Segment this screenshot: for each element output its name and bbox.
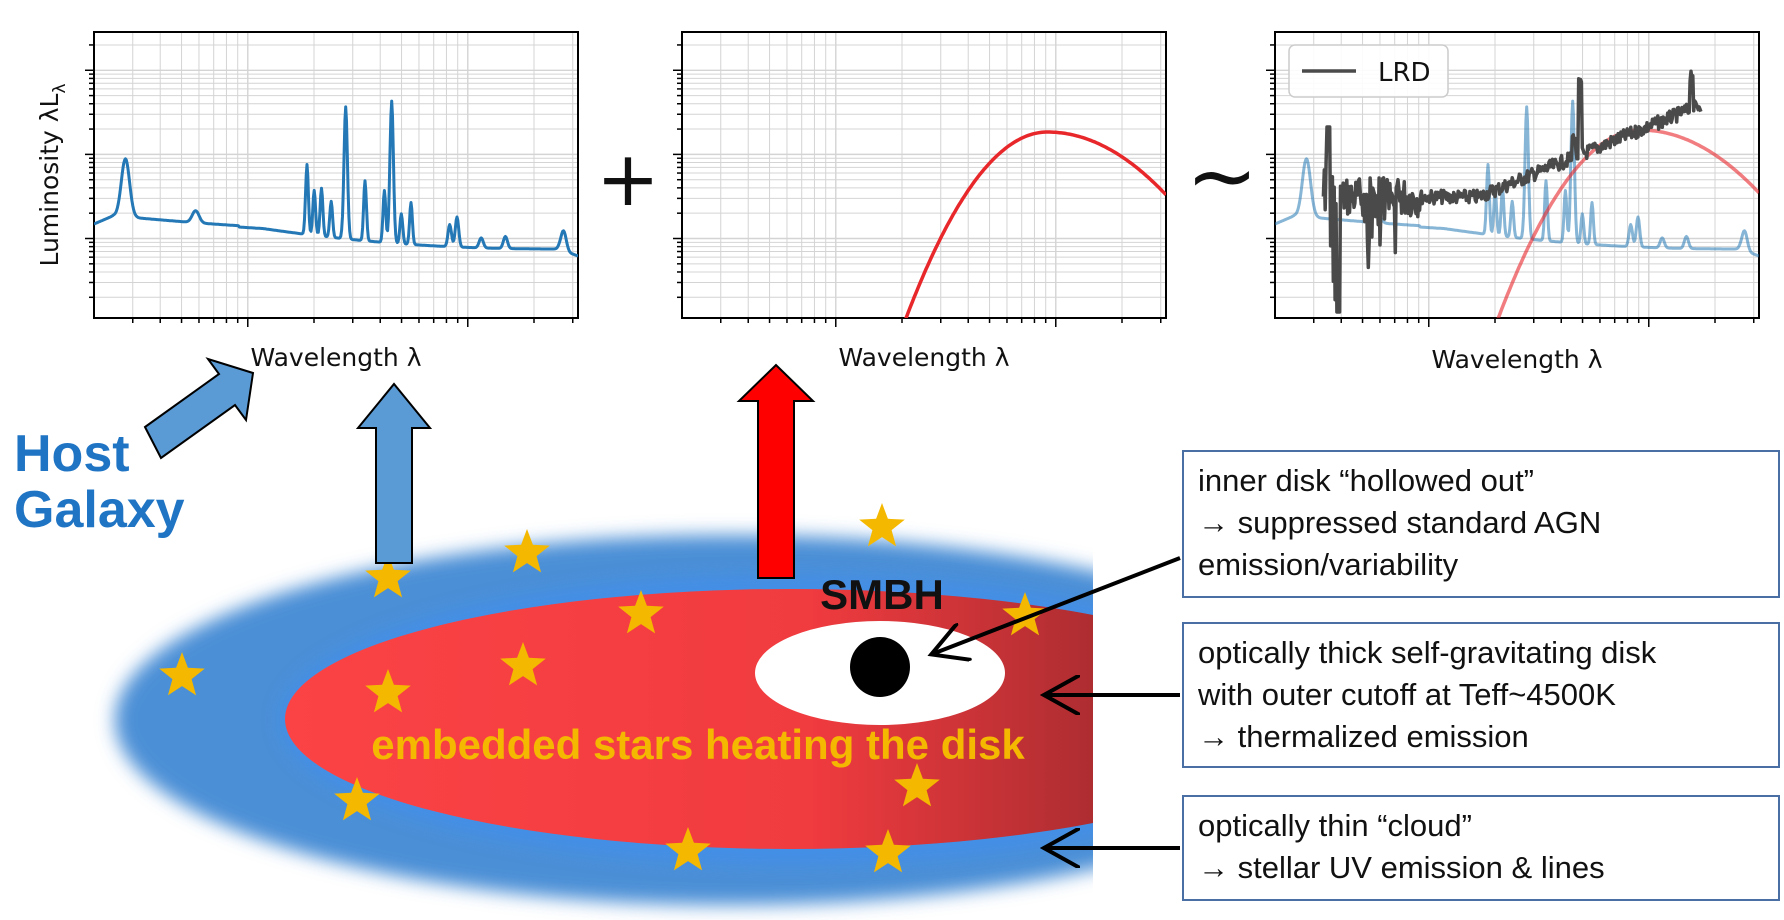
callout-line: → thermalized emission (1198, 719, 1529, 754)
star-icon (894, 763, 940, 807)
callout-inner-disk: inner disk “hollowed out” → suppressed s… (1182, 450, 1780, 598)
thermal-disk-spectrum-faded (1496, 128, 1759, 318)
star-icon (365, 554, 411, 598)
disk-illustration (115, 503, 1093, 905)
callout-thin-cloud: optically thin “cloud” → stellar UV emis… (1182, 795, 1780, 901)
callout-line: emission/variability (1198, 547, 1459, 582)
optically-thick-disk (285, 589, 1093, 849)
legend-label: LRD (1378, 58, 1431, 88)
legend: LRD (1288, 44, 1449, 98)
host-arrow-up (355, 382, 433, 564)
host-galaxy-label: Host Galaxy (14, 428, 185, 536)
grid (94, 32, 578, 318)
panel-host-spectrum: Wavelength λ Luminosity λLλ (35, 31, 579, 372)
stars-label: embedded stars heating the disk (371, 721, 1025, 768)
embedded-stars (159, 503, 1048, 873)
star-icon (859, 503, 905, 547)
star-icon (334, 777, 380, 821)
axis-ticks (1266, 44, 1755, 327)
callout-line: with outer cutoff at Teff~4500K (1198, 677, 1616, 712)
lrd-spectrum (1321, 69, 1703, 314)
callout-line: optically thin “cloud” (1198, 808, 1472, 843)
axis-ticks (85, 44, 574, 327)
callout-thick-disk: optically thick self-gravitating disk wi… (1182, 622, 1780, 768)
star-icon (500, 642, 546, 686)
plus-operator: + (596, 134, 660, 223)
panel-lrd-spectrum: LRD Wavelength λ (1266, 31, 1760, 374)
x-axis-label: Wavelength λ (838, 343, 1009, 372)
host-galaxy-spectrum (94, 99, 578, 258)
approx-operator: ~ (1186, 126, 1258, 226)
plot-frame (1274, 31, 1760, 319)
x-axis-label: Wavelength λ (250, 343, 421, 372)
star-icon (665, 827, 711, 871)
star-icon (618, 590, 664, 634)
star-icon (1002, 592, 1048, 636)
y-axis-label: Luminosity λLλ (35, 83, 70, 266)
star-icon (865, 829, 911, 873)
star-icon (504, 529, 550, 573)
legend-box (1288, 44, 1449, 98)
y-axis-label-main: Luminosity λL (35, 93, 64, 266)
host-galaxy-spectrum-faded (1275, 99, 1759, 258)
callout-line: optically thick self-gravitating disk (1198, 635, 1657, 670)
host-arrow-diagonal (143, 357, 255, 460)
plot-frame (681, 31, 1167, 319)
callout-line: → suppressed standard AGN (1198, 505, 1602, 540)
smbh-label: SMBH (820, 571, 944, 618)
axis-ticks (673, 44, 1162, 327)
callout-line: → stellar UV emission & lines (1198, 850, 1605, 885)
grid (682, 32, 1166, 318)
star-icon (159, 652, 205, 696)
disk-arrow-up (736, 363, 816, 579)
pointer-arrow-inner (935, 556, 1181, 653)
host-galaxy-label-line1: Host (14, 425, 130, 483)
thermal-disk-spectrum (904, 130, 1166, 318)
smbh (850, 637, 910, 697)
star-icon (365, 669, 411, 713)
x-axis-label: Wavelength λ (1431, 345, 1602, 374)
y-axis-label-subscript: λ (50, 83, 70, 93)
panel-disk-spectrum: Wavelength λ (673, 31, 1167, 372)
host-galaxy-label-line2: Galaxy (14, 481, 185, 539)
plot-frame (93, 31, 579, 319)
callout-line: inner disk “hollowed out” (1198, 463, 1535, 498)
